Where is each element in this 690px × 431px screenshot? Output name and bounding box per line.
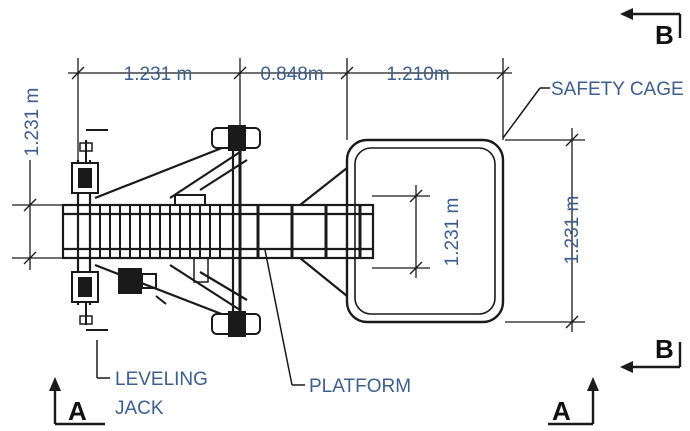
dim-label-top-right: 1.210m — [386, 64, 449, 85]
leveling-jack-bottom — [71, 271, 108, 331]
cage-dimension-lines — [505, 128, 585, 332]
section-letter-a-left: A — [68, 396, 87, 426]
section-letter-b-bottom: B — [655, 334, 674, 364]
dim-label-top-middle: 0.848m — [260, 64, 323, 85]
dim-label-platform-width: 1.231 m — [442, 198, 463, 267]
pump-unit — [118, 257, 209, 305]
leveling-jack-top — [71, 129, 108, 194]
callout-leveling-jack-line1: LEVELING — [115, 369, 208, 390]
wheel-bottom — [211, 311, 261, 337]
safety-cage — [345, 138, 505, 324]
dim-label-cage-width: 1.231 m — [562, 196, 583, 265]
platform-dimension-lines — [372, 185, 430, 278]
callout-leaders — [96, 87, 550, 386]
dim-label-top-left: 1.231 m — [124, 64, 193, 85]
section-marker-b-bottom — [620, 342, 682, 373]
top-dimension-lines — [68, 58, 512, 160]
section-letter-a-right: A — [552, 396, 571, 426]
dim-label-left-vertical: 1.231 m — [22, 88, 43, 157]
section-marker-b-top — [620, 8, 682, 38]
callout-safety-cage: SAFETY CAGE — [551, 79, 684, 100]
section-letter-b-top: B — [655, 20, 674, 50]
callout-leveling-jack-line2: JACK — [115, 398, 164, 419]
callout-platform: PLATFORM — [309, 376, 411, 397]
section-marker-a-left — [49, 377, 105, 426]
stair-treads — [99, 194, 362, 258]
wheel-top — [211, 125, 261, 151]
trailer-frame — [61, 138, 375, 325]
section-marker-a-right — [548, 377, 599, 426]
